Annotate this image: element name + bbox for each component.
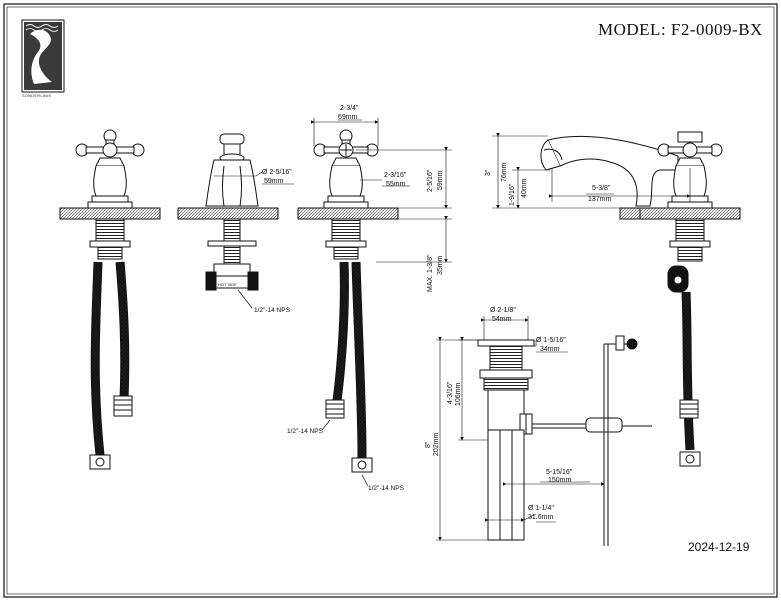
spout-front-view xyxy=(177,133,279,291)
drain-tail-dia-mm-text: 31.6mm xyxy=(528,514,553,521)
nps-label-right-2: 1/2"-14 NPS xyxy=(368,485,405,492)
drain-rod-length-text: 5-15/16" xyxy=(546,469,573,476)
handle-height-text: 2-5/16" xyxy=(427,169,434,192)
drain-total-height-mm-text: 202mm xyxy=(433,432,440,456)
spout-reach-dimension xyxy=(549,168,691,202)
spout-reach-mm-text: 137mm xyxy=(588,196,612,203)
drain-rod-length-dimension xyxy=(503,481,605,486)
spout-clearance-text: 1-9/16" xyxy=(509,183,516,206)
handle-to-base-text: 2-3/16" xyxy=(384,172,407,179)
model-title: MODEL: F2-0009-BX xyxy=(598,20,763,39)
shank-length-text: MAX. 1-3/8" xyxy=(427,254,434,292)
left-handle-view xyxy=(59,129,161,470)
valve-mark-label: HOT SIDE xyxy=(218,282,237,287)
brand-logo xyxy=(21,19,65,93)
spout-height-mm-text: 76mm xyxy=(501,162,508,182)
drain-flange-dia-text: Ø 1-5/16" xyxy=(536,337,566,344)
handle-height-dimension xyxy=(356,147,452,209)
spout-width-mm-text: 59mm xyxy=(264,178,284,185)
handle-to-base-dimension xyxy=(360,179,410,187)
nps-label-center: 1/2"-14 NPS xyxy=(254,307,291,314)
brand-logo-text: SONDERLINIE xyxy=(22,93,52,98)
drain-top-dia-dimension xyxy=(481,316,529,340)
outer-border xyxy=(3,3,778,598)
right-handle-view xyxy=(297,129,399,473)
drain-total-height-dimension xyxy=(436,337,488,541)
spout-reach-text: 5-3/8" xyxy=(592,185,611,192)
handle-height-mm-text: 59mm xyxy=(437,170,444,190)
shank-length-mm-text: 35mm xyxy=(437,255,444,275)
drain-body-height-text: 4-3/16" xyxy=(447,381,454,404)
inner-border xyxy=(6,6,775,595)
drain-tail-dia-dimension xyxy=(485,513,556,523)
drain-flange-dia-mm-text: 34mm xyxy=(540,346,560,353)
spout-clearance-mm-text: 40mm xyxy=(521,178,528,198)
spout-clearance-dimension xyxy=(512,167,550,209)
drain-flange-dia-dimension xyxy=(522,340,568,353)
drain-total-height-text: 8" xyxy=(425,441,432,448)
handle-spacing-dimension xyxy=(311,118,379,146)
drawing-date: 2024-12-19 xyxy=(688,540,750,554)
handle-spacing-mm-text: 69mm xyxy=(338,114,358,121)
handle-spacing-text: 2-3/4" xyxy=(340,105,359,112)
side-view xyxy=(540,131,741,467)
drain-top-dia-mm-text: 54mm xyxy=(492,316,512,323)
drain-body-height-mm-text: 106mm xyxy=(455,382,462,406)
drain-tail-dia-text: Ø 1-1/4" xyxy=(528,505,554,512)
drain-rod-length-mm-text: 150mm xyxy=(548,477,572,484)
spout-height-text: 3" xyxy=(485,169,492,176)
handle-to-base-mm-text: 55mm xyxy=(386,181,406,188)
shank-length-dimension xyxy=(376,216,452,263)
spout-width-text: Ø 2-5/16" xyxy=(262,169,292,176)
nps-label-right-1: 1/2"-14 NPS xyxy=(287,428,324,435)
spout-width-dimension xyxy=(214,171,294,185)
drain-view xyxy=(477,335,652,546)
drain-top-dia-text: Ø 2-1/8" xyxy=(490,307,516,314)
